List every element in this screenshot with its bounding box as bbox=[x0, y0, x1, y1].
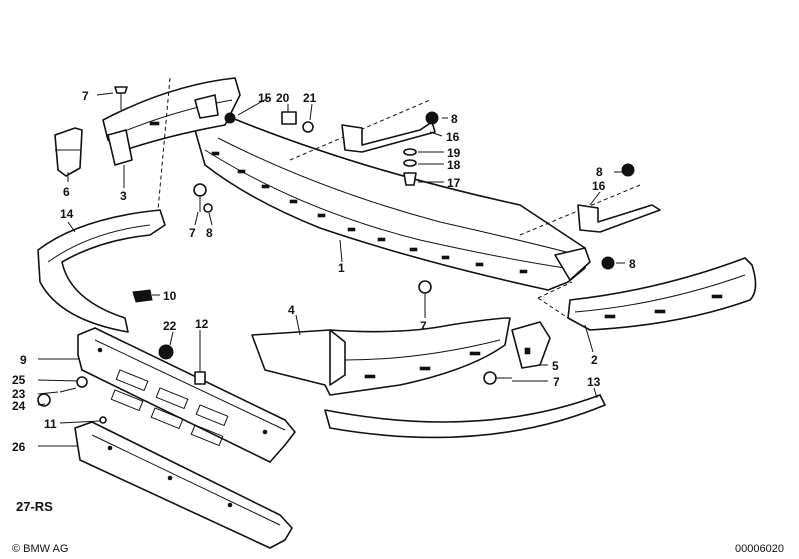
callout-10: 10 bbox=[163, 289, 177, 303]
part-4-centre-bumper-trim bbox=[251, 317, 511, 396]
callout-7c: 7 bbox=[420, 319, 427, 333]
part-5-bracket bbox=[511, 321, 551, 369]
callout-26: 26 bbox=[12, 440, 26, 454]
callout-7d: 7 bbox=[553, 375, 560, 389]
copyright-text: © BMW AG bbox=[12, 543, 68, 555]
part-16-holder-upper bbox=[341, 121, 436, 153]
callout-20: 20 bbox=[276, 91, 290, 105]
callout-25: 25 bbox=[12, 373, 26, 387]
part-2-right-bumper-end bbox=[537, 257, 757, 331]
fasteners bbox=[37, 86, 635, 424]
callout-6: 6 bbox=[63, 185, 70, 199]
callout-7b: 7 bbox=[189, 226, 196, 240]
callout-18: 18 bbox=[447, 158, 461, 172]
callout-8c: 8 bbox=[596, 165, 603, 179]
callout-21: 21 bbox=[303, 91, 317, 105]
callout-1: 1 bbox=[338, 261, 345, 275]
callout-16b: 16 bbox=[592, 179, 606, 193]
callout-8a: 8 bbox=[451, 112, 458, 126]
callout-8b: 8 bbox=[206, 226, 213, 240]
part-9-lower-grille bbox=[77, 327, 296, 463]
callout-17: 17 bbox=[447, 176, 461, 190]
part-13-lower-strip bbox=[324, 394, 606, 439]
leader-lines bbox=[37, 92, 625, 447]
callout-23: 23 bbox=[12, 387, 26, 401]
callout-8d: 8 bbox=[629, 257, 636, 271]
part-1-bumper-carrier bbox=[194, 99, 641, 291]
diagram-caption: 27-RS bbox=[16, 499, 53, 514]
callout-13: 13 bbox=[587, 375, 601, 389]
callout-11: 11 bbox=[44, 417, 57, 431]
part-16-holder-lower bbox=[577, 204, 661, 233]
part-3-left-bumper-end bbox=[102, 77, 241, 211]
callout-14: 14 bbox=[60, 207, 74, 221]
callout-2: 2 bbox=[591, 353, 598, 367]
callout-22: 22 bbox=[163, 319, 177, 333]
callout-16a: 16 bbox=[446, 130, 460, 144]
part-6-small-bracket bbox=[54, 127, 83, 177]
callout-15: 15 bbox=[258, 91, 272, 105]
callout-3: 3 bbox=[120, 189, 127, 203]
callout-labels: 1 2 3 4 5 6 7 7 7 7 7 8 8 8 8 8 9 10 11 … bbox=[12, 89, 636, 454]
callout-19: 19 bbox=[447, 146, 461, 160]
callout-7a: 7 bbox=[82, 89, 89, 103]
diagram-id: 00006020 bbox=[735, 543, 784, 555]
part-14-left-bumper-corner bbox=[37, 209, 166, 333]
callout-4: 4 bbox=[288, 303, 295, 317]
callout-24: 24 bbox=[12, 399, 26, 413]
callout-12: 12 bbox=[195, 317, 209, 331]
callout-5: 5 bbox=[552, 359, 559, 373]
part-26-lower-support bbox=[74, 421, 293, 549]
callout-9: 9 bbox=[20, 353, 27, 367]
